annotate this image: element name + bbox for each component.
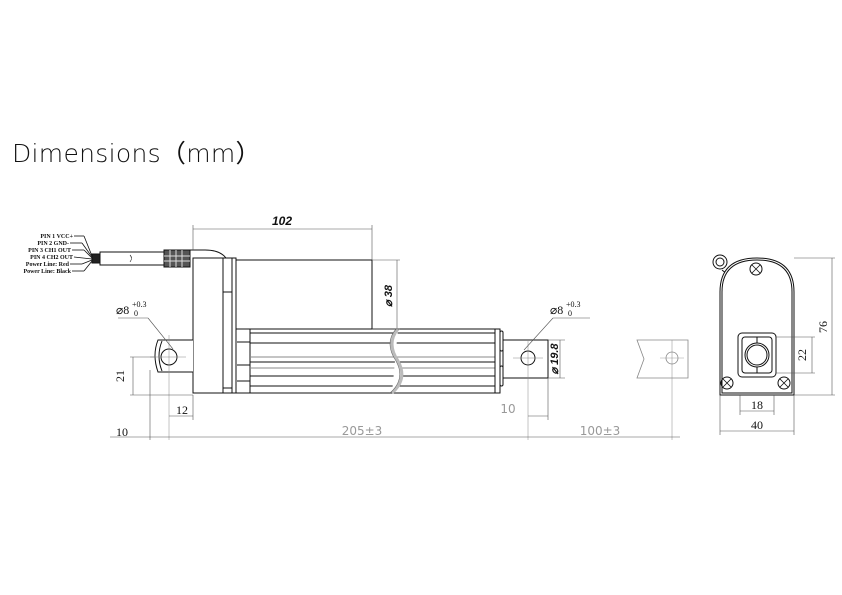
- motor-body: [235, 259, 373, 330]
- stroke-label: 100±3: [580, 424, 621, 438]
- extended-rod-end: [636, 339, 689, 440]
- front-rod-end: [502, 339, 549, 440]
- pin-label: PIN 1 VCC+: [40, 234, 73, 240]
- pin-label: PIN 3 CH1 OUT: [28, 248, 71, 254]
- rear-hole-dia: ⌀8: [116, 303, 129, 317]
- end-view-inner-height-label: 22: [795, 349, 809, 361]
- front-hole-tol-lower: 0: [568, 309, 572, 318]
- front-edge-label: 10: [500, 402, 515, 416]
- end-view-height-label: 76: [816, 321, 830, 333]
- gearbox-housing: [190, 249, 237, 394]
- motor-length-label: 102: [272, 214, 292, 228]
- rear-clevis: [150, 335, 193, 440]
- motor-diameter-label: ⌀ 38: [383, 284, 395, 307]
- end-view: [712, 254, 835, 435]
- end-view-width-label: 40: [751, 418, 763, 432]
- wire-leads: [70, 235, 93, 272]
- retracted-length-label: 205±3: [342, 424, 383, 438]
- rod-diameter-label: ⌀ 19.8: [549, 343, 561, 375]
- front-hole-tol-upper: +0.3: [566, 300, 581, 309]
- pin-label: PIN 4 CH2 OUT: [30, 255, 73, 261]
- rear-offset-label: 12: [176, 403, 188, 417]
- pin-label: Power Line: Red: [26, 262, 70, 268]
- rear-hole-tol-upper: +0.3: [132, 300, 147, 309]
- pin-label: PIN 2 GND-: [37, 241, 69, 247]
- dimension-lines: [110, 225, 680, 440]
- page-title: Dimensions（mm）: [12, 139, 261, 168]
- pin-labels: PIN 1 VCC+ PIN 2 GND- PIN 3 CH1 OUT PIN …: [23, 234, 73, 275]
- front-hole-dia: ⌀8: [550, 303, 563, 317]
- outer-tube: [235, 328, 504, 395]
- cable: [91, 249, 191, 268]
- rear-edge-label: 10: [116, 425, 128, 439]
- end-view-inner-width-label: 18: [751, 398, 763, 412]
- rear-bracket-height-label: 21: [113, 370, 127, 382]
- rear-hole-tol-lower: 0: [134, 309, 138, 318]
- pin-label: Power Line: Black: [23, 269, 71, 275]
